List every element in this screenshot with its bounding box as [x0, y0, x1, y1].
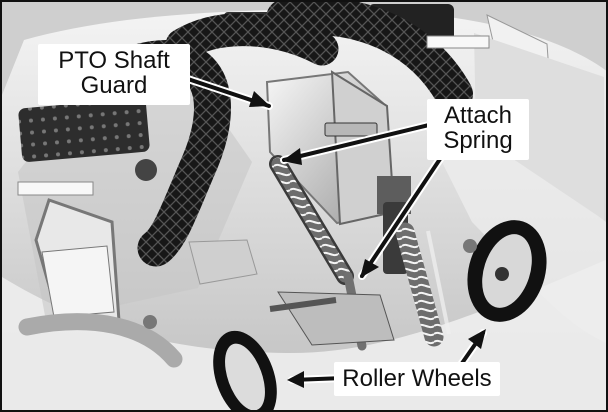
front-left-rail [18, 313, 183, 368]
second-spring-shape [395, 222, 444, 347]
spring-bottom-callout-line [360, 151, 446, 278]
right-side-frame [474, 33, 604, 220]
spring-bottom-arrowhead [360, 259, 379, 278]
upper-hose-cover [165, 13, 339, 66]
right-wheel-arrowhead [468, 329, 486, 349]
left-fitting [135, 159, 157, 181]
guard-hinge [324, 122, 378, 137]
attach-spring-line-1: Attach [443, 102, 513, 129]
front-wheel-arrowhead [287, 371, 304, 388]
left-foot-pad [18, 98, 150, 162]
front-roller-wheel-rim [225, 343, 265, 410]
attach-spring-shape [271, 157, 352, 283]
spring-top-callout-line [282, 123, 431, 162]
attach-spring-label: Attach Spring [427, 99, 529, 160]
pto-shaft-guard-label: PTO Shaft Guard [38, 44, 190, 105]
right-warning-decal [426, 35, 490, 49]
right-wheel-hub [495, 267, 509, 281]
left-deck-block [188, 239, 258, 285]
left-warning-decal [17, 181, 94, 196]
pto-shaft-guard-line-2: Guard [80, 72, 148, 100]
roller-wheels-text: Roller Wheels [342, 365, 492, 392]
pto-guard-arrowhead [249, 91, 270, 107]
spring-top-arrowhead [282, 148, 302, 165]
attach-spring-line-2: Spring [443, 127, 513, 155]
roller-wheels-label: Roller Wheels [334, 362, 500, 396]
front-bolt [143, 315, 157, 329]
right-bolt [463, 239, 477, 253]
right-hose-cover [266, 2, 473, 113]
second-spring-highlight [426, 230, 451, 335]
mount-hinge [269, 297, 337, 312]
left-bracket-window [41, 245, 115, 318]
pto-shaft-guard-line-1: PTO Shaft [58, 47, 170, 74]
